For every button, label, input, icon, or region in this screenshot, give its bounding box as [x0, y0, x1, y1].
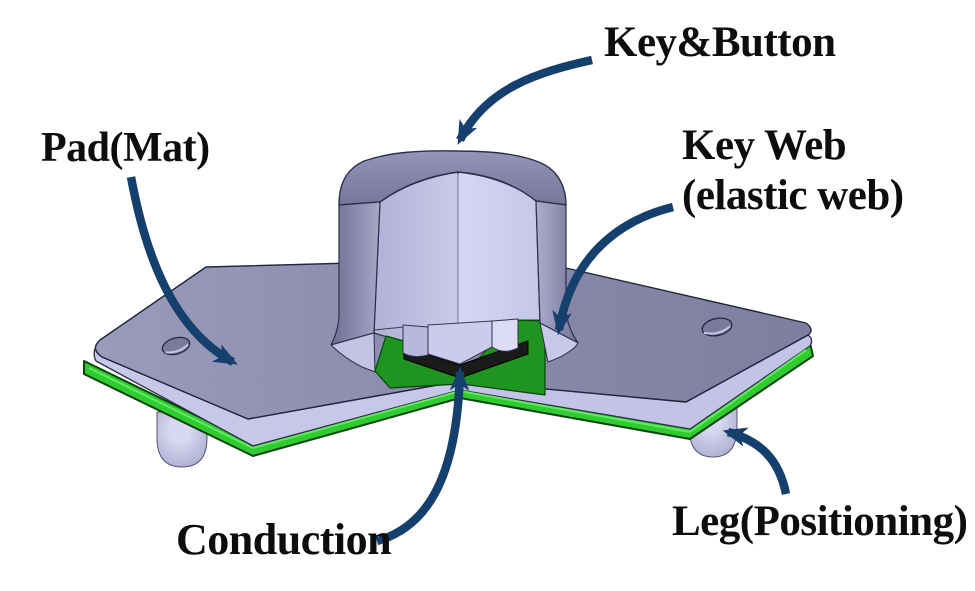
label-key-web-line2: (elastic web): [682, 172, 904, 219]
conduction-pad-3d: [403, 340, 529, 379]
screw-hole-left: [161, 336, 191, 356]
button-top-rim: [338, 150, 567, 206]
screw-hole-right: [701, 317, 733, 337]
key-web-skirt-right: [539, 322, 579, 363]
callout-arrows: [126, 55, 791, 546]
label-key-button: Key&Button: [604, 19, 836, 66]
arrow-pad-mat: [126, 176, 238, 366]
label-key-web-line1: Key Web: [682, 122, 847, 169]
label-leg-positioning: Leg(Positioning): [672, 498, 968, 545]
key-web-skirt-left: [330, 332, 376, 373]
arrow-key-button: [456, 55, 593, 145]
arrow-key-web: [552, 202, 675, 336]
arrow-leg: [722, 427, 791, 495]
label-pad-mat: Pad(Mat): [41, 125, 210, 171]
web-notch-left: [402, 324, 429, 358]
web-notch-right: [491, 318, 519, 352]
label-conduction: Conduction: [176, 515, 392, 564]
arrow-conduction: [375, 366, 470, 546]
label-key-web: Key Web (elastic web): [682, 124, 904, 217]
